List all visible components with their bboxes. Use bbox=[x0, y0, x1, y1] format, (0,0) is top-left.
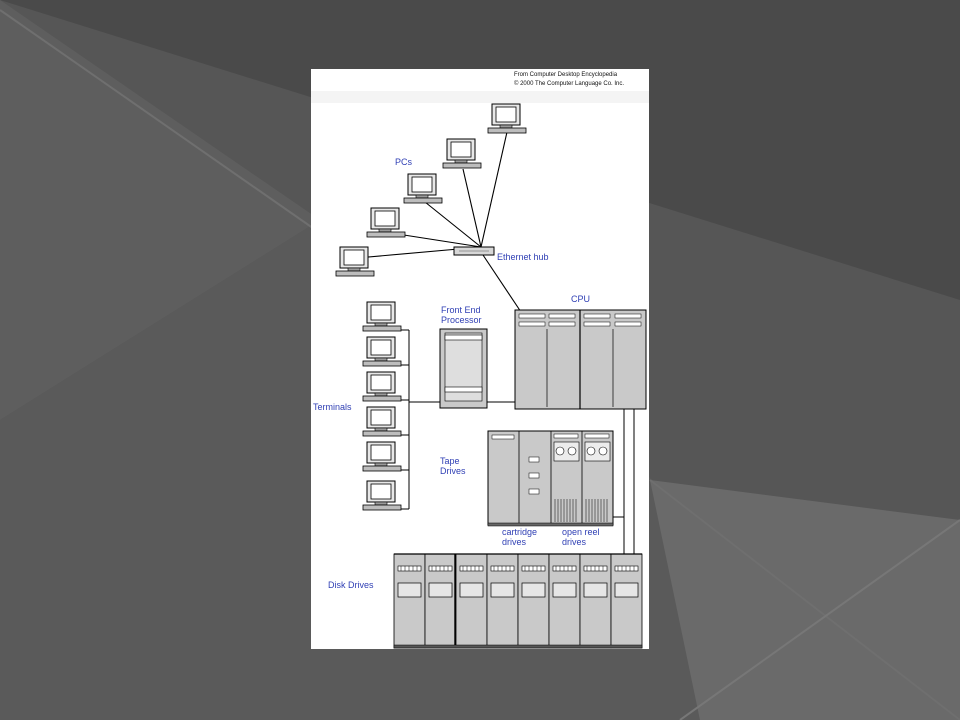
disk-unit-5 bbox=[517, 553, 550, 649]
terminal-2 bbox=[362, 336, 402, 367]
disk-unit-2 bbox=[424, 553, 457, 649]
disk-unit-8 bbox=[610, 553, 643, 649]
label-disk-drives: Disk Drives bbox=[328, 580, 374, 590]
pc-1 bbox=[487, 103, 527, 134]
terminal-3 bbox=[362, 371, 402, 402]
disk-unit-4 bbox=[486, 553, 519, 649]
label-open-reel-line2: drives bbox=[562, 537, 587, 547]
front-end-processor bbox=[439, 328, 488, 409]
pc-4 bbox=[366, 207, 406, 238]
pc-5 bbox=[335, 246, 375, 277]
disk-drives bbox=[393, 553, 643, 649]
disk-unit-7 bbox=[579, 553, 612, 649]
disk-unit-6 bbox=[548, 553, 581, 649]
label-cpu: CPU bbox=[571, 294, 590, 304]
diagram-panel: From Computer Desktop Encyclopedia © 200… bbox=[311, 69, 649, 649]
label-tape-line1: Tape bbox=[440, 456, 460, 466]
label-terminals: Terminals bbox=[313, 402, 352, 412]
label-ethernet-hub: Ethernet hub bbox=[497, 252, 549, 262]
cpu bbox=[514, 309, 647, 410]
label-cartridge-line2: drives bbox=[502, 537, 527, 547]
source-credit-line2: © 2000 The Computer Language Co. Inc. bbox=[514, 80, 624, 87]
label-front-end-line1: Front End bbox=[441, 305, 481, 315]
ethernet-hub bbox=[453, 246, 495, 256]
disk-unit-3 bbox=[455, 553, 488, 649]
label-tape-line2: Drives bbox=[440, 466, 466, 476]
label-pcs: PCs bbox=[395, 157, 413, 167]
pc-3 bbox=[403, 173, 443, 204]
terminal-bus-lines bbox=[401, 329, 515, 510]
label-front-end-line2: Processor bbox=[441, 315, 482, 325]
terminal-1 bbox=[362, 301, 402, 332]
disk-unit-1 bbox=[393, 553, 426, 649]
mainframe-diagram: From Computer Desktop Encyclopedia © 200… bbox=[311, 72, 649, 649]
terminal-4 bbox=[362, 406, 402, 437]
terminal-6 bbox=[362, 480, 402, 511]
tape-drives bbox=[487, 430, 614, 527]
drive-connection-lines bbox=[613, 409, 635, 554]
label-open-reel-line1: open reel bbox=[562, 527, 600, 537]
pc-connection-lines bbox=[356, 131, 522, 313]
pc-2 bbox=[442, 138, 482, 169]
source-credit-line1: From Computer Desktop Encyclopedia bbox=[514, 72, 618, 78]
terminal-5 bbox=[362, 441, 402, 472]
label-cartridge-line1: cartridge bbox=[502, 527, 537, 537]
